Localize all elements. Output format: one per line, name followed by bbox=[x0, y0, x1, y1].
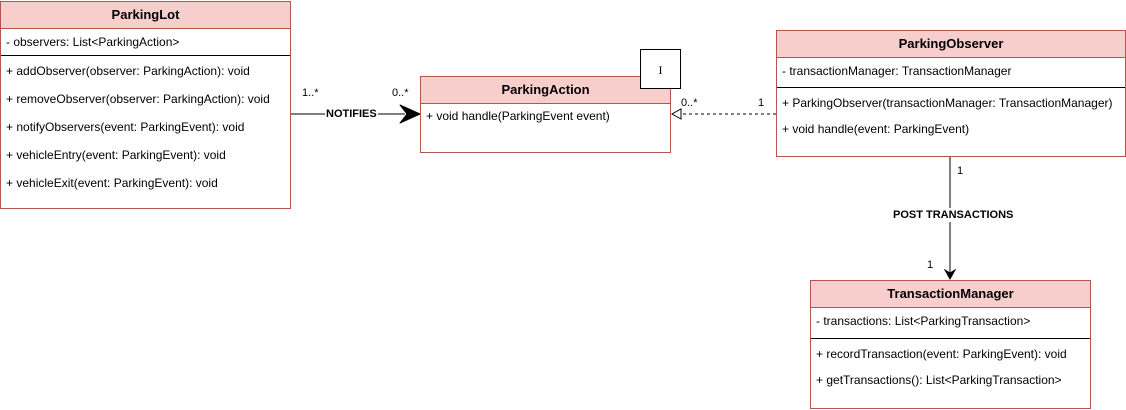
operation-record-transaction: + recordTransaction(event: ParkingEvent)… bbox=[816, 347, 1067, 361]
class-name: ParkingObserver bbox=[777, 31, 1125, 58]
class-parking-lot[interactable]: ParkingLot - observers: List<ParkingActi… bbox=[0, 1, 291, 209]
class-parking-observer[interactable]: ParkingObserver - transactionManager: Tr… bbox=[776, 30, 1126, 157]
class-name: ParkingAction bbox=[421, 77, 670, 104]
operations-section: + ParkingObserver(transactionManager: Tr… bbox=[777, 88, 1125, 143]
operations-section: + void handle(ParkingEvent event) bbox=[421, 104, 670, 132]
class-name: ParkingLot bbox=[1, 2, 290, 29]
notifies-label: NOTIFIES bbox=[325, 107, 378, 121]
attributes-section: - observers: List<ParkingAction> bbox=[1, 29, 290, 56]
notifies-source-multiplicity: 1..* bbox=[302, 87, 319, 99]
operation-get-transactions: + getTransactions(): List<ParkingTransac… bbox=[816, 373, 1062, 387]
attributes-section: - transactionManager: TransactionManager bbox=[777, 58, 1125, 88]
operation-vehicle-exit: + vehicleExit(event: ParkingEvent): void bbox=[6, 176, 218, 190]
attribute-transaction-manager: - transactionManager: TransactionManager bbox=[782, 64, 1012, 78]
operations-section: + addObserver(observer: ParkingAction): … bbox=[1, 56, 290, 199]
class-parking-action[interactable]: ParkingAction + void handle(ParkingEvent… bbox=[420, 76, 671, 153]
operation-constructor: + ParkingObserver(transactionManager: Tr… bbox=[782, 96, 1113, 110]
post-target-multiplicity: 1 bbox=[927, 259, 934, 271]
operation-handle: + void handle(event: ParkingEvent) bbox=[782, 122, 970, 136]
operation-handle: + void handle(ParkingEvent event) bbox=[426, 109, 610, 123]
attributes-section: - transactions: List<ParkingTransaction> bbox=[811, 308, 1090, 339]
class-name: TransactionManager bbox=[811, 281, 1090, 308]
notifies-target-multiplicity: 0..* bbox=[392, 87, 409, 99]
operation-vehicle-entry: + vehicleEntry(event: ParkingEvent): voi… bbox=[6, 148, 226, 162]
operation-add-observer: + addObserver(observer: ParkingAction): … bbox=[6, 64, 250, 78]
post-transactions-label: POST TRANSACTIONS bbox=[892, 208, 1015, 222]
operation-notify-observers: + notifyObservers(event: ParkingEvent): … bbox=[6, 120, 245, 134]
operation-remove-observer: + removeObserver(observer: ParkingAction… bbox=[6, 92, 270, 106]
realization-target-multiplicity: 0..* bbox=[681, 97, 698, 109]
post-source-multiplicity: 1 bbox=[957, 165, 964, 177]
interface-stereotype-box: I bbox=[640, 49, 681, 89]
realization-source-multiplicity: 1 bbox=[758, 97, 765, 109]
attribute-transactions: - transactions: List<ParkingTransaction> bbox=[816, 314, 1031, 328]
notifies-arrowhead bbox=[399, 104, 421, 124]
attribute-observers: - observers: List<ParkingAction> bbox=[6, 35, 180, 49]
class-transaction-manager[interactable]: TransactionManager - transactions: List<… bbox=[810, 280, 1091, 409]
operations-section: + recordTransaction(event: ParkingEvent)… bbox=[811, 339, 1090, 394]
